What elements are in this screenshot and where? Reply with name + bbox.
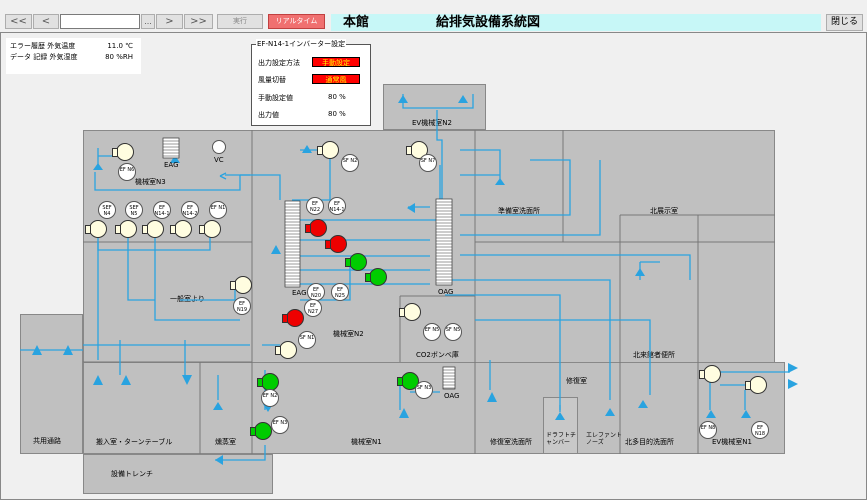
run-button[interactable]: 実行 bbox=[217, 14, 263, 29]
fan-ef-n1[interactable] bbox=[199, 220, 221, 238]
fan-sf-n1[interactable] bbox=[275, 341, 297, 359]
oag-low-label: OAG bbox=[444, 392, 460, 400]
manual-label: 手動設定値 bbox=[258, 94, 293, 102]
equipment-tag-sf-n1[interactable]: SF N1 bbox=[298, 331, 316, 349]
equipment-tag-sef-n5[interactable]: SEF N5 bbox=[125, 201, 143, 219]
mode-value[interactable]: 手動設定 bbox=[312, 57, 360, 67]
room-label-ev-n1: EV機械室N1 bbox=[712, 438, 752, 446]
room-label-draft: ドラフトチャンバー bbox=[546, 432, 577, 446]
room-label-co2: CO2ボンベ庫 bbox=[416, 351, 459, 359]
equipment-tag-ef-n2[interactable]: EF N2 bbox=[261, 389, 279, 407]
room-label-exhibit: 北展示室 bbox=[650, 207, 678, 215]
page-title: 給排気設備系統図 bbox=[436, 15, 541, 30]
fan-ef-n22[interactable] bbox=[305, 219, 327, 237]
equipment-tag-ef-n1[interactable]: EF N1 bbox=[209, 201, 227, 219]
next-button[interactable]: > bbox=[156, 14, 183, 29]
equipment-tag-sef-n4[interactable]: SEF N4 bbox=[98, 201, 116, 219]
room-shared-passage: 共用通路 bbox=[20, 314, 83, 454]
prev-button[interactable]: < bbox=[33, 14, 59, 29]
fan-ef-n3[interactable] bbox=[250, 422, 272, 440]
equipment-tag-sf-n2[interactable]: SF N2 bbox=[341, 154, 359, 172]
fan-sef-n5[interactable] bbox=[115, 220, 137, 238]
fan-ef-n18[interactable] bbox=[745, 376, 767, 394]
eag-label: EAG bbox=[164, 161, 179, 169]
room-label: 共用通路 bbox=[33, 437, 61, 445]
eag-mid-label: EAG bbox=[292, 289, 307, 297]
fan-sf-n2[interactable] bbox=[317, 141, 339, 159]
fan-ef-n14-1[interactable] bbox=[142, 220, 164, 238]
inverter-settings-panel: EF-N14-1インバーター設定 出力設定方法 手動設定 風量切替 通常風 手動… bbox=[251, 39, 371, 126]
room-label-elephant: エレファントノーズ bbox=[586, 432, 623, 446]
first-button[interactable]: << bbox=[5, 14, 32, 29]
equipment-tag-ef-n14-1[interactable]: EF N14-1 bbox=[153, 201, 171, 219]
fan-sf-n5[interactable] bbox=[397, 372, 419, 390]
grilles bbox=[162, 137, 456, 390]
outdoor-temp-value: 11.0 ℃ bbox=[107, 42, 133, 50]
room-label-repair-wash: 修復室洗面所 bbox=[490, 438, 532, 446]
vc-label: VC bbox=[214, 156, 224, 164]
weather-label-humidity: データ 記録 外気湿度 bbox=[10, 53, 78, 61]
room-label-repair: 修復室 bbox=[566, 377, 587, 385]
equipment-tag-sf-n7[interactable]: SF N7 bbox=[419, 154, 437, 172]
switch-value[interactable]: 通常風 bbox=[312, 74, 360, 84]
room-label-north-toilet-visitor: 北来館者便所 bbox=[633, 351, 675, 359]
building-name: 本館 bbox=[343, 15, 370, 30]
realtime-button[interactable]: リアルタイム bbox=[268, 14, 325, 29]
room-label-north-toilet: 北多目的洗面所 bbox=[625, 438, 674, 446]
fan-ef-n27[interactable] bbox=[282, 309, 304, 327]
fan-ef-n14-2[interactable] bbox=[170, 220, 192, 238]
room-label-smoke: 燻蒸室 bbox=[215, 438, 236, 446]
room-trench: 設備トレンチ bbox=[83, 454, 273, 494]
outdoor-humidity-value: 80 %RH bbox=[105, 53, 133, 61]
equipment-tag-ef-n14-1b[interactable]: EF N14-1 bbox=[328, 197, 346, 215]
fan-ef-n14-1b[interactable] bbox=[325, 235, 347, 253]
close-button[interactable]: 閉じる bbox=[826, 14, 863, 31]
output-label: 出力値 bbox=[258, 111, 279, 119]
inverter-title: EF-N14-1インバーター設定 bbox=[256, 39, 347, 49]
equipment-tag-sf-n3[interactable]: SF N3 bbox=[415, 381, 433, 399]
fan-ef-n19[interactable] bbox=[230, 276, 252, 294]
output-value: 80 % bbox=[328, 110, 346, 118]
switch-label: 風量切替 bbox=[258, 76, 286, 84]
room-label-loading: 搬入室・ターンテーブル bbox=[96, 438, 173, 446]
equipment-tag-ef-n20[interactable]: EF N20 bbox=[307, 283, 325, 301]
fan-sf-n3[interactable] bbox=[399, 303, 421, 321]
date-input[interactable] bbox=[60, 14, 140, 29]
weather-label-temp: エラー履歴 外気温度 bbox=[10, 42, 76, 50]
toolbar: << < ... > >> 実行 リアルタイム 本館 給排気設備系統図 閉じる bbox=[0, 0, 867, 32]
room-label-mech-n2: 機械室N2 bbox=[333, 330, 364, 338]
equipment-tag-ef-n3[interactable]: EF N3 bbox=[271, 416, 289, 434]
room-ev-n2: EV機械室N2 bbox=[383, 84, 486, 130]
manual-value: 80 % bbox=[328, 93, 346, 101]
fan-sef-n4[interactable] bbox=[85, 220, 107, 238]
date-picker-button[interactable]: ... bbox=[141, 14, 155, 29]
fan-ef-n6[interactable] bbox=[112, 143, 134, 161]
equipment-tag-ef-n18[interactable]: EF N18 bbox=[751, 421, 769, 439]
title-bar: 本館 給排気設備系統図 bbox=[331, 14, 821, 31]
equipment-tag-ef-n6[interactable]: EF N6 bbox=[118, 163, 136, 181]
equipment-tag-ef-n19[interactable]: EF N19 bbox=[233, 297, 251, 315]
room-label-mech-n3: 機械室N3 bbox=[135, 178, 166, 186]
equipment-tag-ef-n22[interactable]: EF N22 bbox=[306, 197, 324, 215]
mode-label: 出力設定方法 bbox=[258, 59, 300, 67]
equipment-tag-ef-n8[interactable]: EF N8 bbox=[699, 421, 717, 439]
fan-ef-n20[interactable] bbox=[345, 253, 367, 271]
vc-damper[interactable] bbox=[212, 140, 226, 154]
weather-panel: エラー履歴 外気温度 11.0 ℃ データ 記録 外気湿度 80 %RH bbox=[6, 38, 141, 74]
last-button[interactable]: >> bbox=[184, 14, 213, 29]
fan-ef-n8[interactable] bbox=[699, 365, 721, 383]
room-label: 設備トレンチ bbox=[111, 470, 153, 478]
room-label: EV機械室N2 bbox=[412, 119, 452, 127]
equipment-tag-sf-n5[interactable]: SF N5 bbox=[444, 323, 462, 341]
equipment-tag-ef-n25[interactable]: EF N25 bbox=[331, 283, 349, 301]
room-label-from-general: 一般室より bbox=[170, 295, 205, 303]
equipment-tag-ef-n14-2[interactable]: EF N14-2 bbox=[181, 201, 199, 219]
room-label-mech-n1: 機械室N1 bbox=[351, 438, 382, 446]
room-label-prep-toilet: 準備室洗面所 bbox=[498, 207, 540, 215]
oag-mid-label: OAG bbox=[438, 288, 454, 296]
equipment-tag-ef-n5[interactable]: EF N5 bbox=[423, 323, 441, 341]
equipment-tag-ef-n27[interactable]: EF N27 bbox=[304, 299, 322, 317]
fan-ef-n25[interactable] bbox=[365, 268, 387, 286]
